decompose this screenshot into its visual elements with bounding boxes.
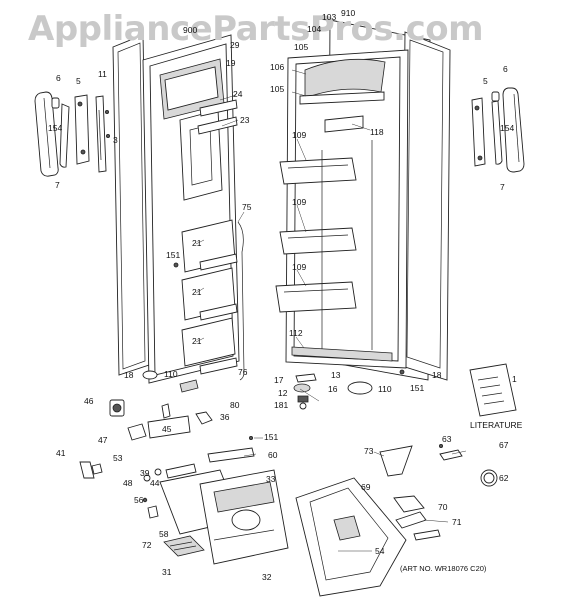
label-104: 104 bbox=[307, 24, 321, 34]
label-75: 75 bbox=[242, 202, 252, 212]
label-151-dispenser: 151 bbox=[264, 432, 278, 442]
label-67: 67 bbox=[499, 440, 509, 450]
label-45: 45 bbox=[162, 424, 172, 434]
label-23: 23 bbox=[240, 115, 250, 125]
label-105: 105 bbox=[270, 84, 284, 94]
label-13: 13 bbox=[331, 370, 341, 380]
label-76: 76 bbox=[238, 367, 248, 377]
label-17: 17 bbox=[274, 375, 284, 385]
label-54: 54 bbox=[375, 546, 385, 556]
label-63: 63 bbox=[442, 434, 452, 444]
label-7-right: 7 bbox=[500, 182, 505, 192]
label-21-mid: 21 bbox=[192, 287, 202, 297]
label-11: 11 bbox=[98, 69, 107, 79]
label-12: 12 bbox=[278, 388, 288, 398]
label-47: 47 bbox=[98, 435, 108, 445]
label-110-right: 110 bbox=[378, 384, 392, 394]
label-69: 69 bbox=[361, 482, 371, 492]
label-106: 106 bbox=[270, 62, 284, 72]
fresh-food-door bbox=[275, 19, 451, 381]
label-33: 33 bbox=[266, 474, 276, 484]
label-6-left: 6 bbox=[56, 73, 61, 83]
label-3: 3 bbox=[113, 135, 118, 145]
label-62: 62 bbox=[499, 473, 509, 483]
label-109-top: 109 bbox=[292, 130, 306, 140]
label-7-left: 7 bbox=[55, 180, 60, 190]
label-109-bottom: 109 bbox=[292, 262, 306, 272]
hinge-hardware bbox=[293, 373, 373, 410]
label-19: 19 bbox=[226, 58, 236, 68]
dispenser-parts bbox=[79, 399, 289, 565]
label-80: 80 bbox=[230, 400, 240, 410]
leader-lines bbox=[195, 69, 467, 552]
label-31: 31 bbox=[162, 567, 172, 577]
label-73: 73 bbox=[364, 446, 374, 456]
label-21-top: 21 bbox=[192, 238, 202, 248]
label-71: 71 bbox=[452, 517, 462, 527]
label-16: 16 bbox=[328, 384, 338, 394]
freezer-door bbox=[112, 34, 245, 393]
label-1: 1 bbox=[512, 374, 517, 384]
label-118: 118 bbox=[370, 127, 384, 137]
label-110-left: 110 bbox=[164, 369, 178, 379]
literature-booklet: LITERATURE bbox=[469, 363, 523, 430]
label-6-right: 6 bbox=[503, 64, 508, 74]
label-109-mid: 109 bbox=[292, 197, 306, 207]
label-5-right: 5 bbox=[483, 76, 488, 86]
part-labels: 900 29 19 24 23 75 151 21 21 21 76 18 11… bbox=[48, 8, 517, 582]
label-900: 900 bbox=[183, 25, 197, 35]
label-72: 72 bbox=[142, 540, 152, 550]
label-18-left: 18 bbox=[124, 370, 134, 380]
label-32: 32 bbox=[262, 572, 272, 582]
right-handle-assembly bbox=[471, 87, 525, 173]
label-36: 36 bbox=[220, 412, 230, 422]
art-number-caption: (ART NO. WR18076 C20) bbox=[400, 564, 487, 573]
label-151-right: 151 bbox=[410, 383, 424, 393]
label-181: 181 bbox=[274, 400, 288, 410]
label-154-right: 154 bbox=[500, 123, 514, 133]
label-70: 70 bbox=[438, 502, 448, 512]
label-53: 53 bbox=[113, 453, 123, 463]
label-29: 29 bbox=[230, 40, 240, 50]
label-39: 39 bbox=[140, 468, 150, 478]
label-151-left: 151 bbox=[166, 250, 180, 260]
dispenser-small-parts bbox=[379, 443, 498, 541]
watermark-text: AppliancePartsPros.com bbox=[28, 9, 483, 49]
label-24: 24 bbox=[233, 89, 243, 99]
label-21-bottom: 21 bbox=[192, 336, 202, 346]
literature-label: LITERATURE bbox=[470, 420, 523, 430]
label-154-left: 154 bbox=[48, 123, 62, 133]
left-handle-assembly bbox=[34, 91, 111, 177]
label-18-right: 18 bbox=[432, 370, 442, 380]
dispenser-front-panel bbox=[295, 477, 407, 597]
label-44: 44 bbox=[150, 478, 160, 488]
label-48: 48 bbox=[123, 478, 133, 488]
label-112: 112 bbox=[289, 328, 303, 338]
label-60: 60 bbox=[268, 450, 278, 460]
label-5-left: 5 bbox=[76, 76, 81, 86]
label-103: 103 bbox=[322, 12, 336, 22]
label-58: 58 bbox=[159, 529, 169, 539]
label-105-top: 105 bbox=[294, 42, 308, 52]
label-41: 41 bbox=[56, 448, 66, 458]
label-56: 56 bbox=[134, 495, 144, 505]
label-910: 910 bbox=[341, 8, 355, 18]
label-46: 46 bbox=[84, 396, 94, 406]
